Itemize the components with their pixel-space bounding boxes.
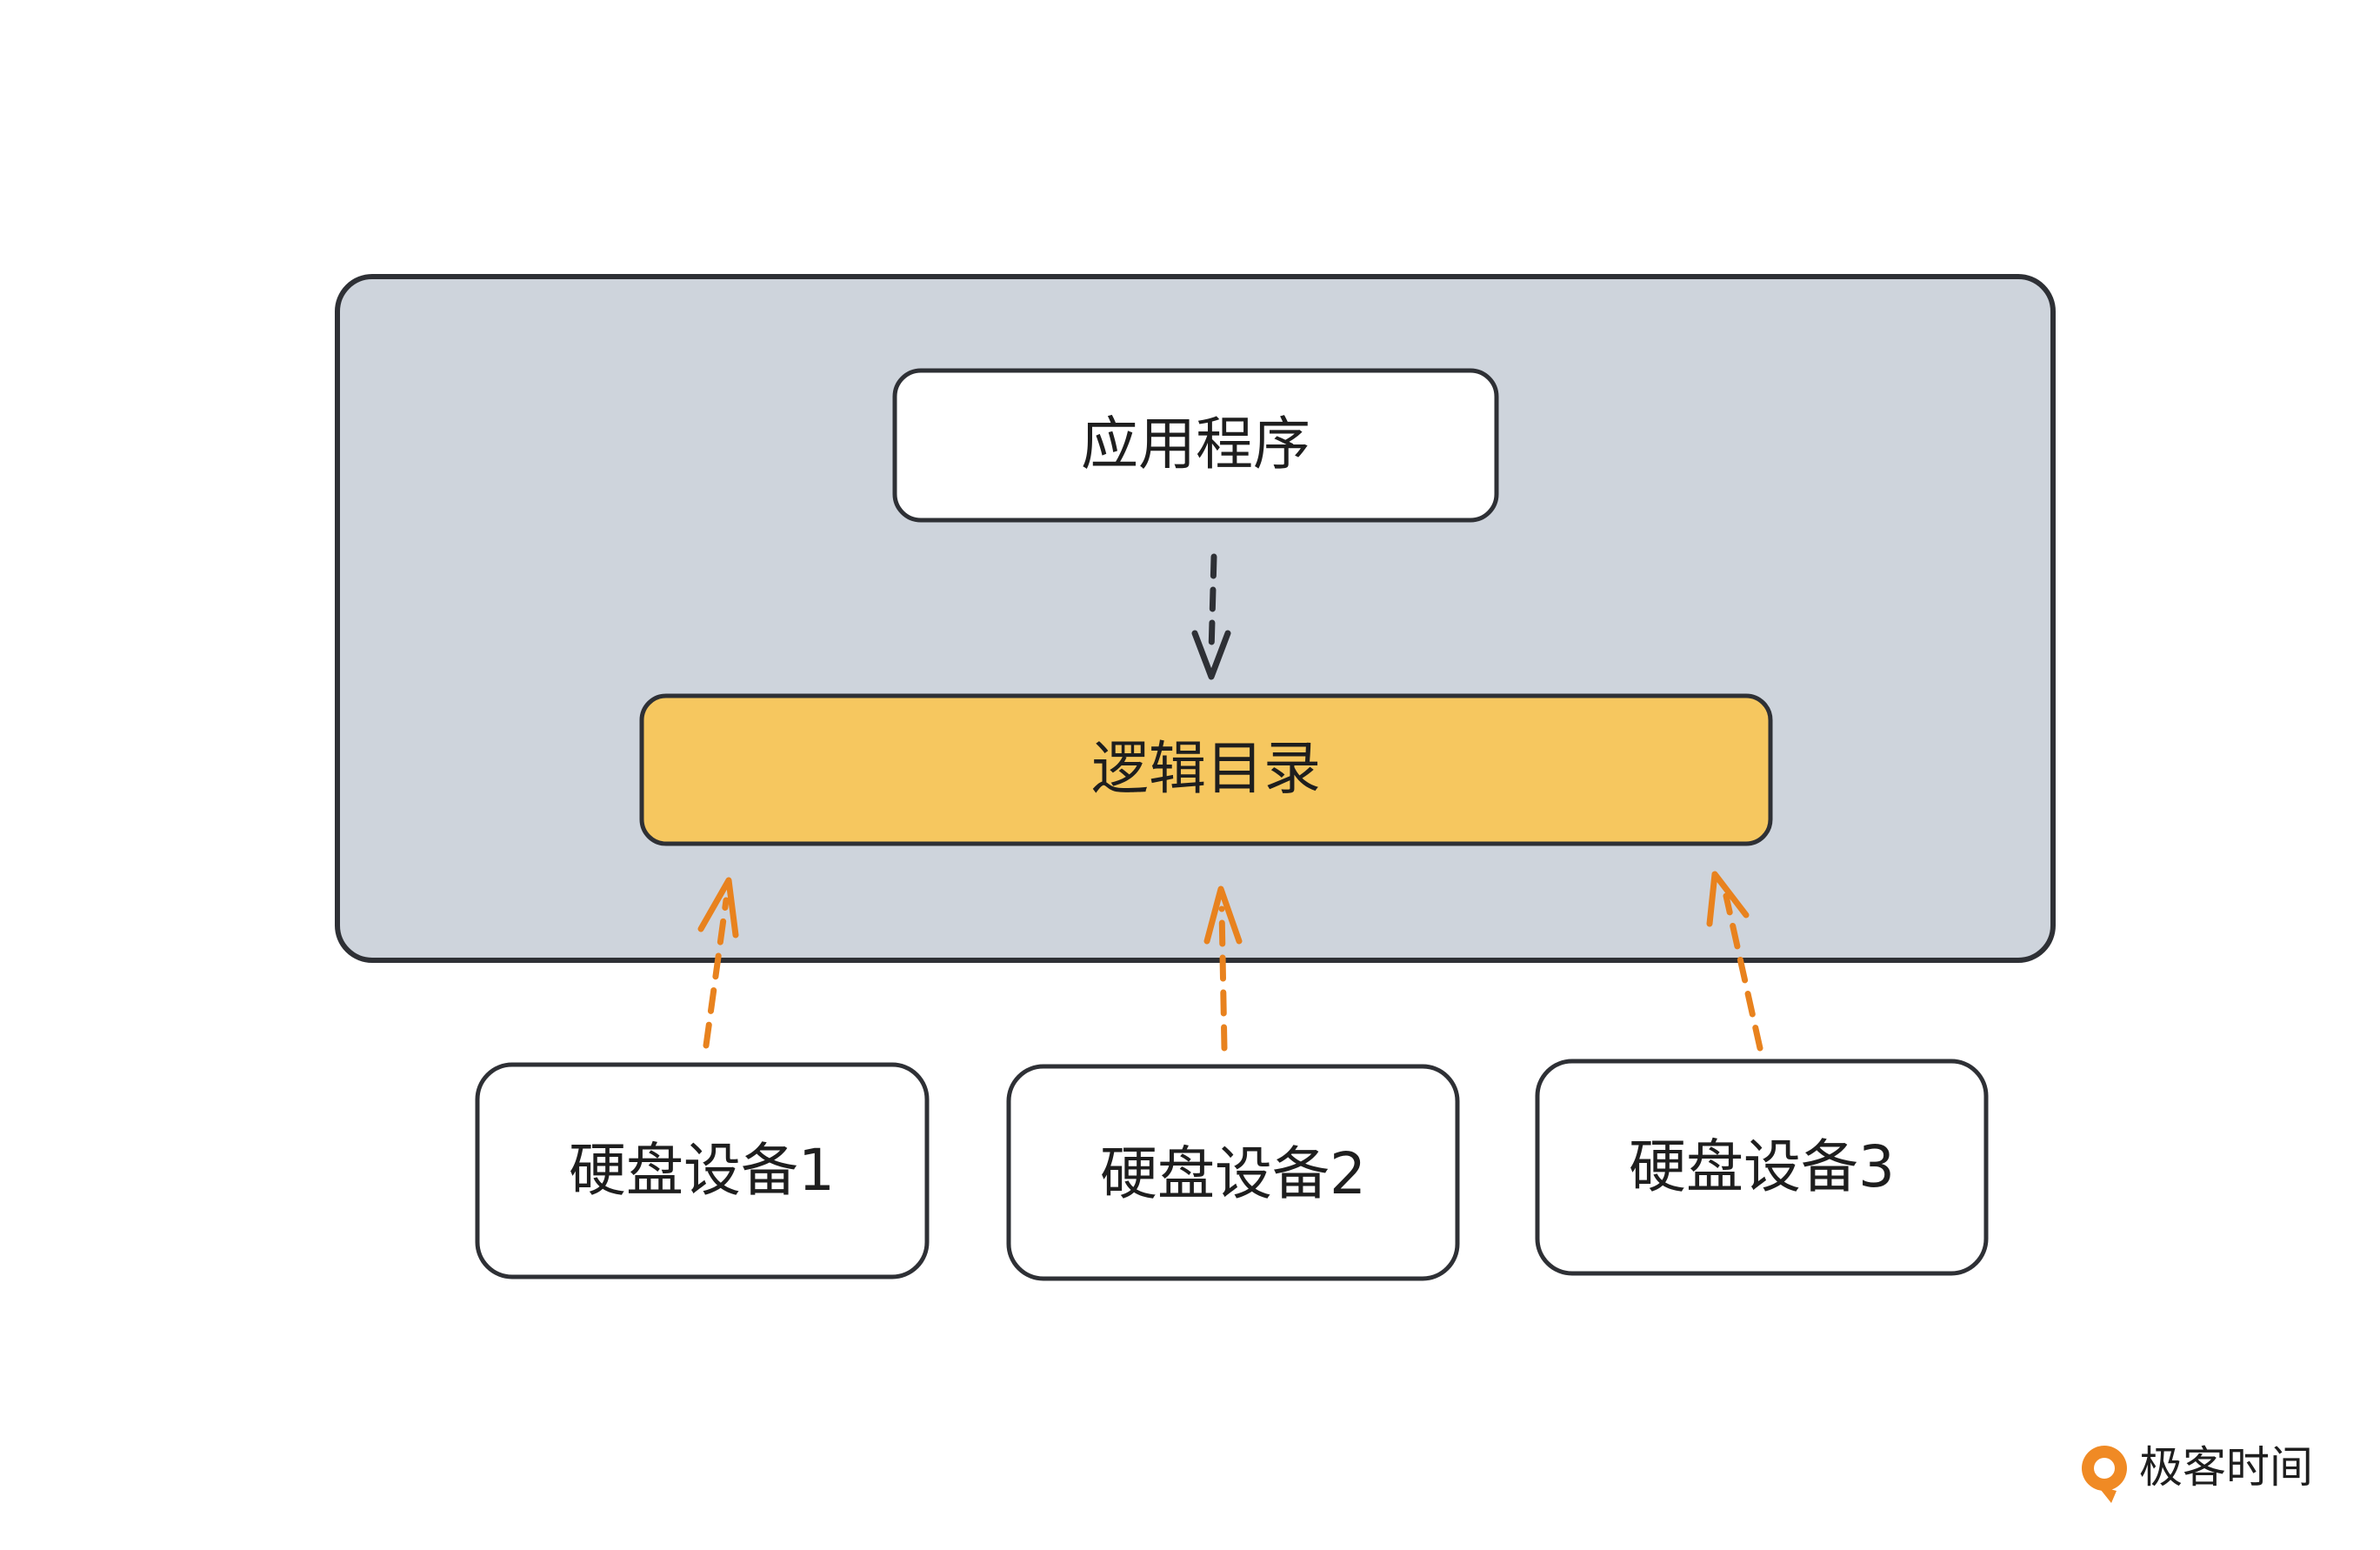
- disk-box-3-label: 硬盘设备3: [1629, 1133, 1895, 1200]
- disk1-arrow: [697, 877, 739, 1049]
- brand-logo-icon: [2082, 1446, 2127, 1503]
- disk-box-1: 硬盘设备1: [475, 1062, 930, 1279]
- app-box: 应用程序: [892, 368, 1499, 523]
- disk-box-1-label: 硬盘设备1: [569, 1137, 835, 1204]
- app-box-label: 应用程序: [1081, 411, 1310, 478]
- disk-box-2: 硬盘设备2: [1006, 1064, 1460, 1281]
- brand-name: 极客时间: [2139, 1442, 2313, 1493]
- disk-box-2-label: 硬盘设备2: [1100, 1140, 1366, 1207]
- app-to-logical-arrow: [1191, 553, 1231, 680]
- logical-directory-label: 逻辑目录: [1091, 735, 1321, 802]
- disk2-arrow: [1203, 885, 1243, 1052]
- disk-box-3: 硬盘设备3: [1535, 1059, 1989, 1276]
- logical-directory-box: 逻辑目录: [639, 693, 1773, 846]
- disk3-arrow: [1706, 871, 1763, 1052]
